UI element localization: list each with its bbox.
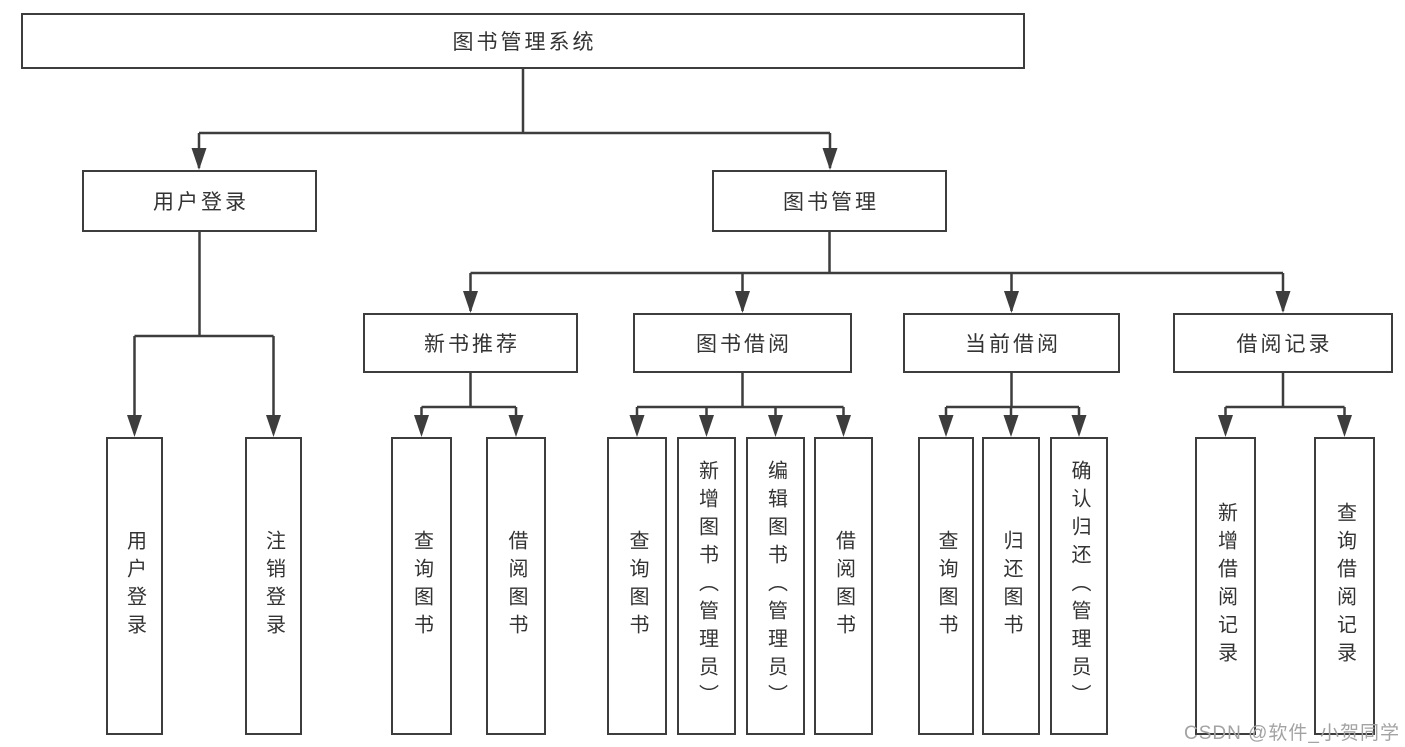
leaf-query-books-current: 查询图书 — [918, 437, 974, 735]
leaf-query-books-borrow-label: 查询图书 — [626, 530, 648, 642]
leaf-return-book-label: 归还图书 — [1000, 530, 1022, 642]
tree-edges — [133, 69, 1346, 433]
leaf-add-borrow-record: 新增借阅记录 — [1195, 437, 1256, 735]
node-book-borrow: 图书借阅 — [633, 313, 852, 373]
node-root-system: 图书管理系统 — [21, 13, 1025, 69]
leaf-logout-label: 注销登录 — [262, 530, 285, 642]
leaf-borrow-books-label: 借阅图书 — [832, 530, 855, 642]
leaf-add-borrow-record-label: 新增借阅记录 — [1214, 502, 1237, 670]
leaf-user-login: 用户登录 — [106, 437, 163, 735]
leaf-query-books-recommend-label: 查询图书 — [410, 530, 433, 642]
leaf-query-books-borrow: 查询图书 — [607, 437, 667, 735]
leaf-borrow-books-recommend: 借阅图书 — [486, 437, 546, 735]
csdn-watermark: CSDN @软件_小贺同学 — [1184, 723, 1400, 744]
node-current-borrow: 当前借阅 — [903, 313, 1120, 373]
leaf-query-borrow-record: 查询借阅记录 — [1314, 437, 1375, 735]
leaf-borrow-books: 借阅图书 — [814, 437, 873, 735]
leaf-confirm-return-admin-label: 确认归还（管理员） — [1068, 460, 1090, 712]
leaf-edit-book-admin-label: 编辑图书（管理员） — [764, 460, 787, 712]
leaf-borrow-books-recommend-label: 借阅图书 — [505, 530, 527, 642]
node-book-management: 图书管理 — [712, 170, 947, 232]
node-user-login: 用户登录 — [82, 170, 317, 232]
node-borrow-records: 借阅记录 — [1173, 313, 1393, 373]
leaf-add-book-admin-label: 新增图书（管理员） — [695, 460, 718, 712]
node-new-book-recommend: 新书推荐 — [363, 313, 578, 373]
leaf-query-books-recommend: 查询图书 — [391, 437, 452, 735]
leaf-confirm-return-admin: 确认归还（管理员） — [1050, 437, 1108, 735]
leaf-edit-book-admin: 编辑图书（管理员） — [746, 437, 805, 735]
leaf-add-book-admin: 新增图书（管理员） — [677, 437, 736, 735]
leaf-query-borrow-record-label: 查询借阅记录 — [1333, 502, 1356, 670]
arrowheads — [127, 148, 1352, 437]
leaf-user-login-label: 用户登录 — [123, 530, 146, 642]
leaf-logout: 注销登录 — [245, 437, 302, 735]
leaf-query-books-current-label: 查询图书 — [935, 530, 957, 642]
leaf-return-book: 归还图书 — [982, 437, 1040, 735]
